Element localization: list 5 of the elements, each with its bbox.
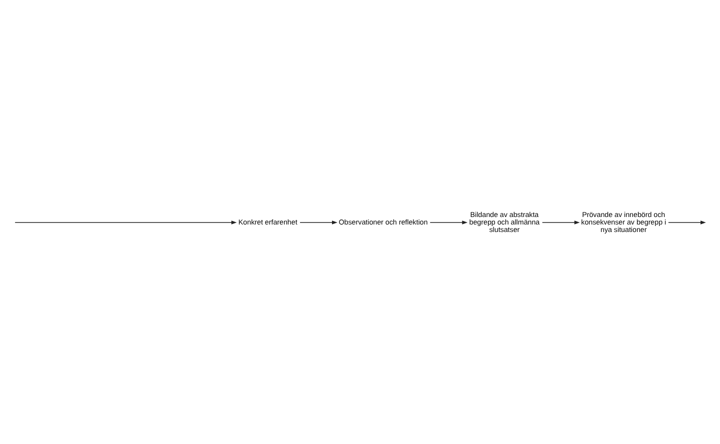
arrow xyxy=(542,220,580,224)
arrow xyxy=(300,220,338,224)
arrow xyxy=(430,220,468,224)
arrow xyxy=(668,220,706,224)
arrow xyxy=(14,220,237,224)
